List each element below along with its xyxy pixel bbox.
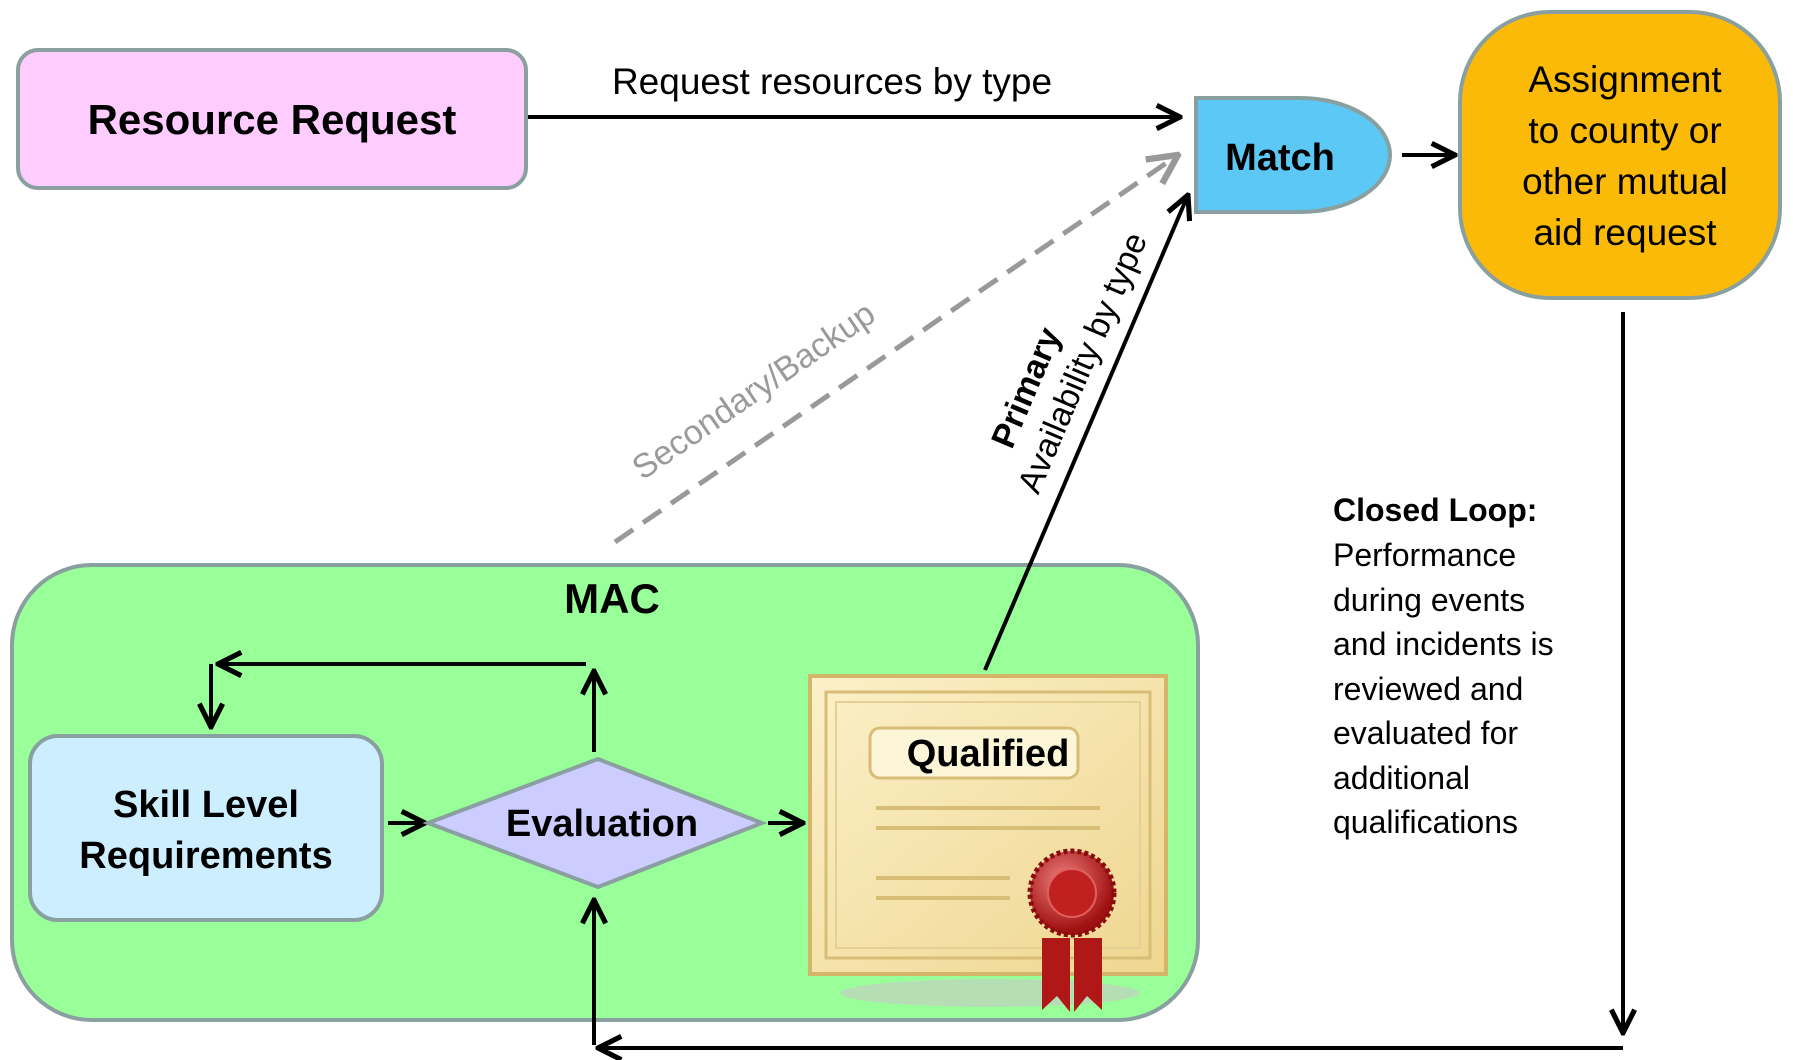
closed-loop-title: Closed Loop: xyxy=(1333,492,1537,528)
closed-loop-line-2: during events xyxy=(1333,582,1525,618)
mac-label: MAC xyxy=(564,575,660,622)
closed-loop-line-3: and incidents is xyxy=(1333,626,1554,662)
assignment-line-1: Assignment xyxy=(1528,59,1722,100)
primary-arrow xyxy=(983,195,1188,671)
evaluation-label: Evaluation xyxy=(506,803,698,845)
secondary-backup-arrow xyxy=(613,155,1178,545)
closed-loop-line-6: additional xyxy=(1333,760,1470,796)
skill-level-line-2: Requirements xyxy=(79,835,332,877)
evaluation-node: Evaluation xyxy=(422,756,768,890)
resource-request-node: Resource Request xyxy=(16,48,528,190)
secondary-backup-label: Secondary/Backup xyxy=(625,294,882,487)
match-node: Match xyxy=(1194,96,1392,214)
skill-level-line-1: Skill Level xyxy=(113,784,299,826)
closed-loop-line-4: reviewed and xyxy=(1333,671,1523,707)
assignment-line-2: to county or xyxy=(1528,110,1721,151)
assignment-node: Assignment to county or other mutual aid… xyxy=(1458,10,1782,300)
assignment-line-4: aid request xyxy=(1533,212,1717,253)
qualified-label: Qualified xyxy=(907,733,1070,775)
request-resources-label: Request resources by type xyxy=(612,61,1052,102)
closed-loop-line-1: Performance xyxy=(1333,537,1516,573)
closed-loop-line-5: evaluated for xyxy=(1333,715,1518,751)
assignment-line-3: other mutual xyxy=(1522,161,1728,202)
skill-level-node: Skill Level Requirements xyxy=(28,734,384,922)
qualified-certificate: Qualified xyxy=(808,674,1168,1012)
closed-loop-line-7: qualifications xyxy=(1333,804,1518,840)
resource-request-label: Resource Request xyxy=(88,96,457,143)
match-label: Match xyxy=(1225,137,1335,179)
closed-loop-note: Closed Loop: Performance during events a… xyxy=(1333,492,1554,840)
